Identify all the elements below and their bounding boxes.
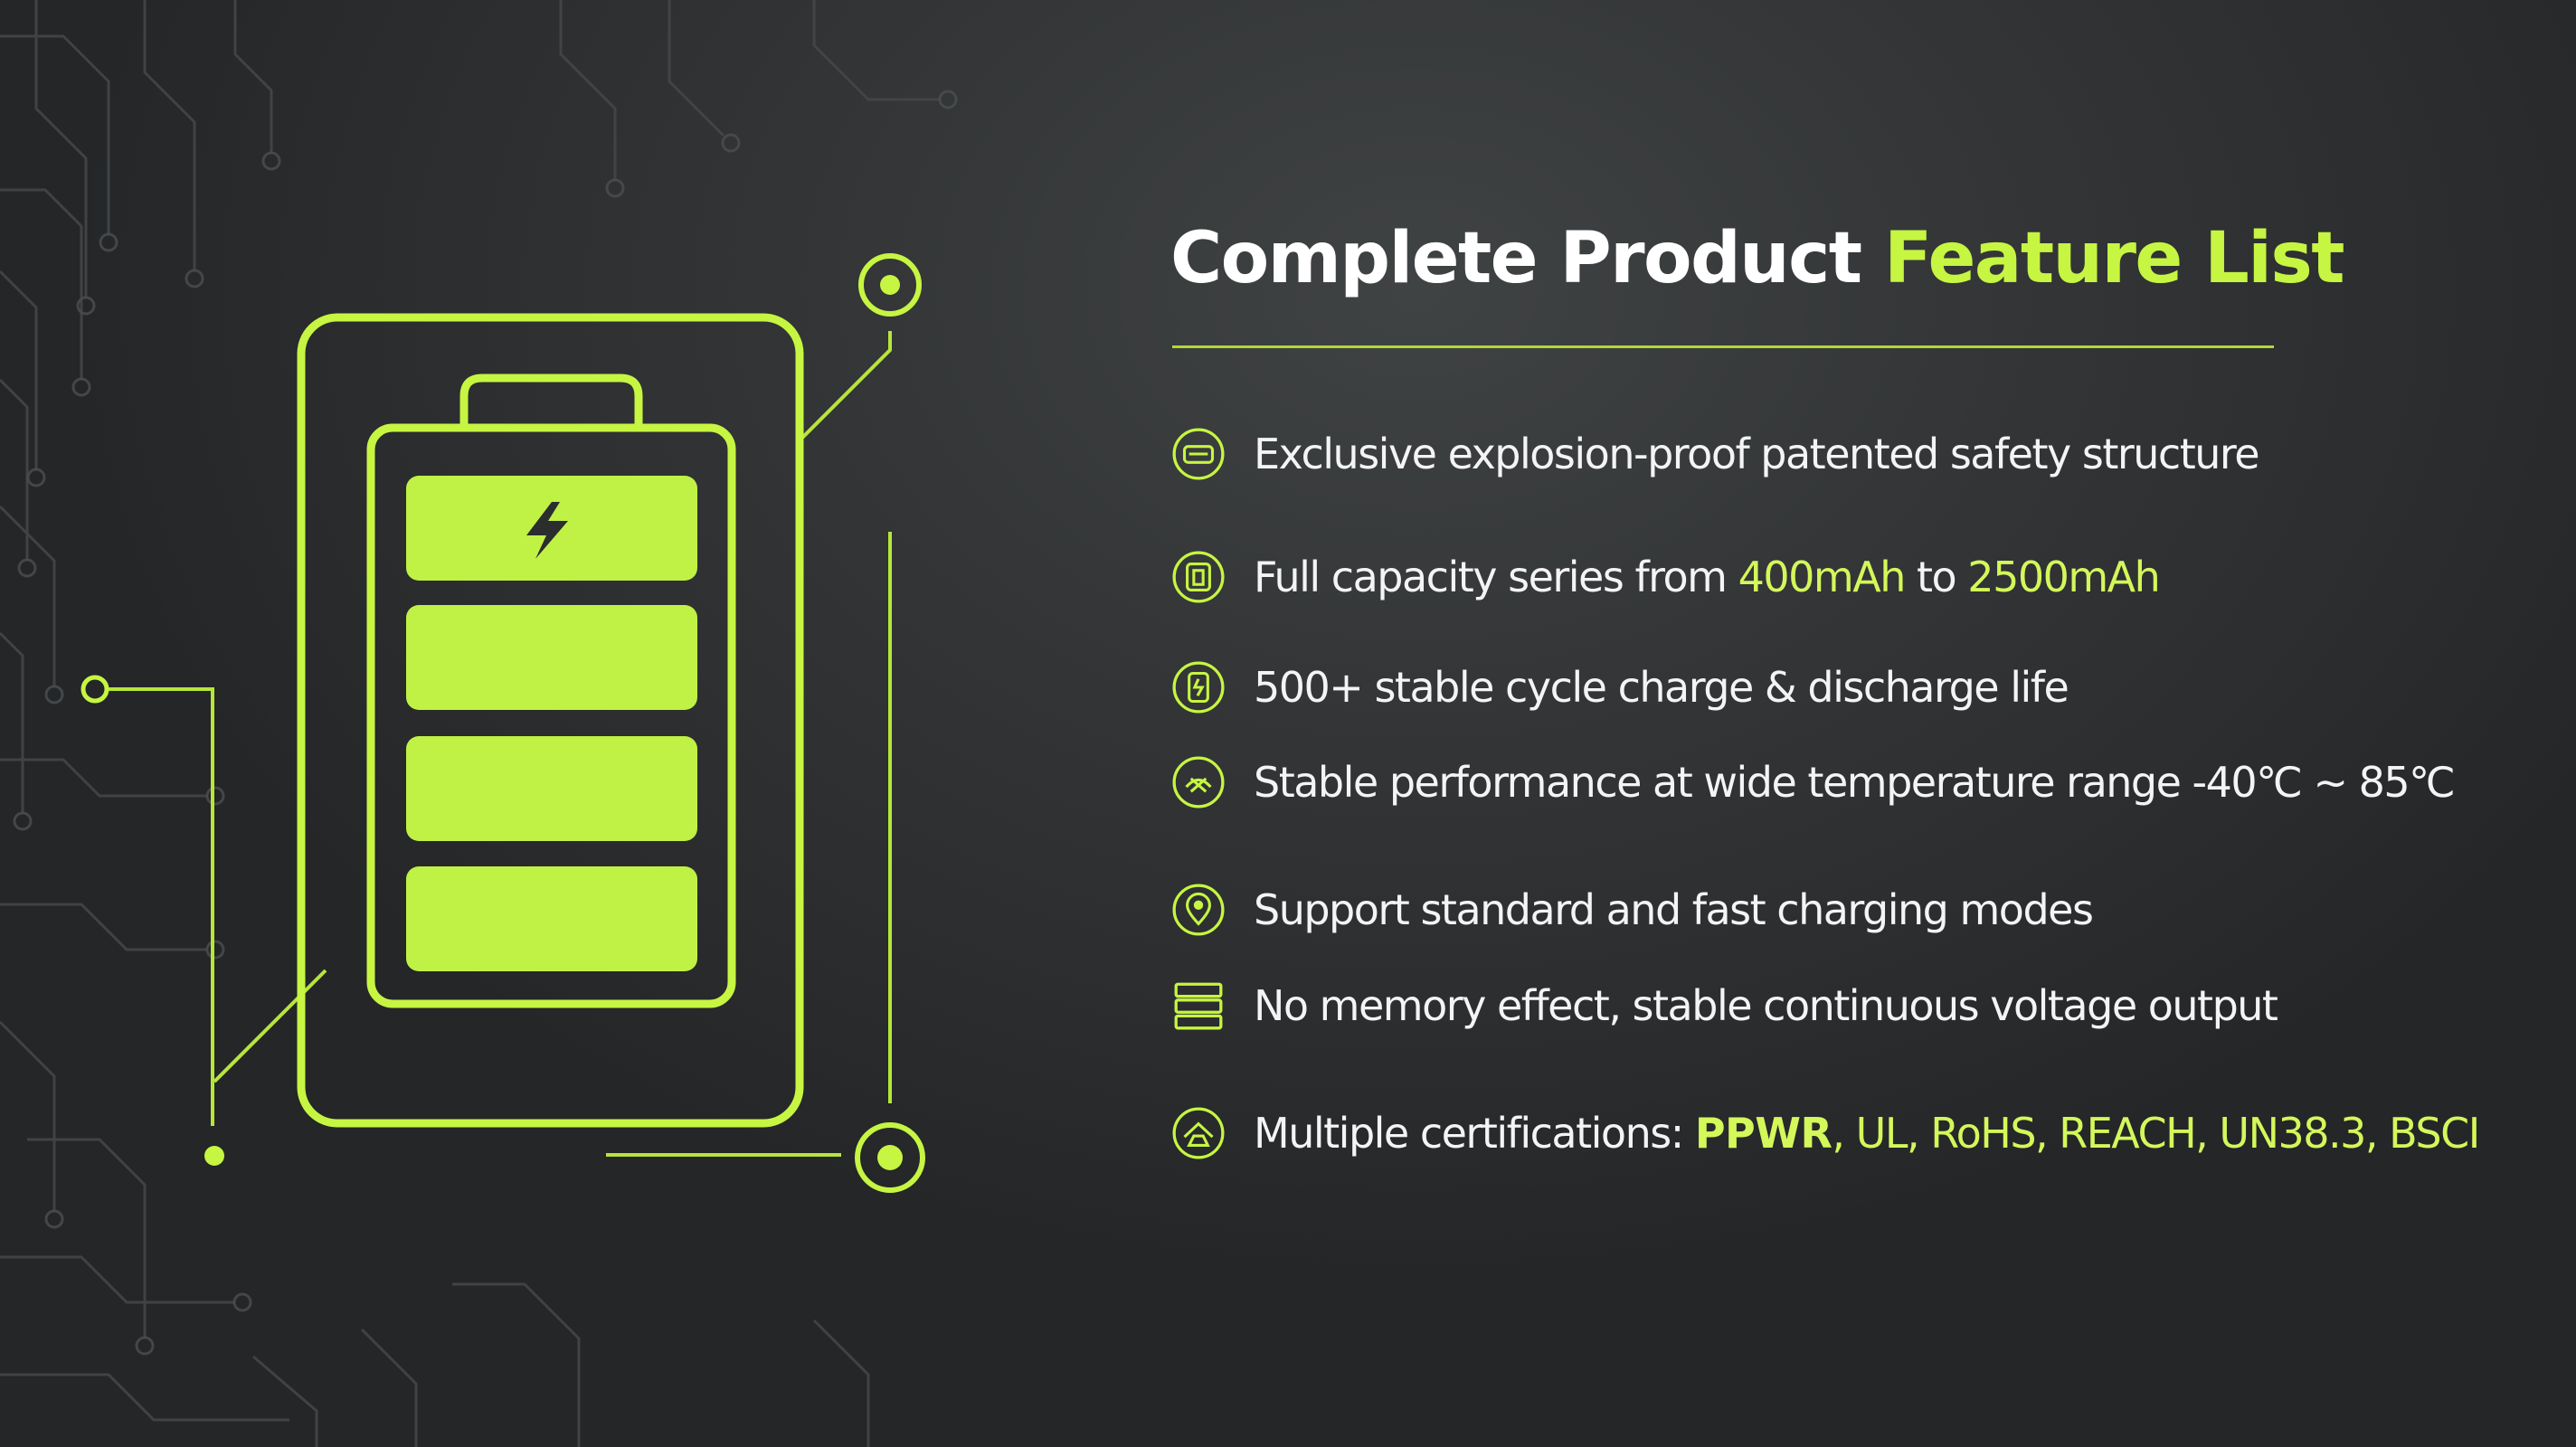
feature-text: No memory effect, stable continuous volt… xyxy=(1254,981,2278,1030)
feature-text: Exclusive explosion-proof patented safet… xyxy=(1254,430,2260,478)
shield-structure-icon xyxy=(1172,428,1225,480)
cert-lead: PPWR xyxy=(1694,1109,1833,1158)
cert-prefix: Multiple certifications: xyxy=(1254,1109,1695,1158)
cert-list: , UL, RoHS, REACH, UN38.3, BSCI xyxy=(1832,1109,2480,1158)
feature-item-safety-structure: Exclusive explosion-proof patented safet… xyxy=(1170,418,2260,490)
feature-text: 500+ stable cycle charge & discharge lif… xyxy=(1254,663,2069,712)
capacity-min: 400mAh xyxy=(1738,553,1907,601)
feature-text: Full capacity series from 400mAh to 2500… xyxy=(1254,553,2161,601)
feature-item-temperature: Stable performance at wide temperature r… xyxy=(1170,746,2456,818)
capacity-joiner: to xyxy=(1904,553,1968,601)
title-divider xyxy=(1172,345,2274,348)
capacity-prefix: Full capacity series from xyxy=(1254,553,1738,601)
feature-item-memory-effect: No memory effect, stable continuous volt… xyxy=(1170,969,2278,1042)
feature-text: Multiple certifications: PPWR, UL, RoHS,… xyxy=(1254,1109,2480,1158)
cycle-battery-icon xyxy=(1172,661,1225,714)
feature-text: Support standard and fast charging modes xyxy=(1254,885,2094,934)
capacity-max: 2500mAh xyxy=(1967,553,2161,601)
capacity-icon xyxy=(1172,551,1225,603)
page-title: Complete Product Feature List xyxy=(1170,206,2345,311)
temperature-icon xyxy=(1172,756,1225,809)
feature-text: Stable performance at wide temperature r… xyxy=(1254,758,2456,807)
feature-item-certifications: Multiple certifications: PPWR, UL, RoHS,… xyxy=(1170,1097,2480,1169)
certification-icon xyxy=(1172,1107,1225,1159)
feature-item-capacity: Full capacity series from 400mAh to 2500… xyxy=(1170,541,2161,613)
feature-item-charging-modes: Support standard and fast charging modes xyxy=(1170,874,2094,946)
feature-item-cycle-life: 500+ stable cycle charge & discharge lif… xyxy=(1170,651,2069,724)
stacked-layers-icon xyxy=(1174,982,1223,1030)
charging-pin-icon xyxy=(1172,884,1225,936)
title-main: Complete Product xyxy=(1170,218,1884,299)
title-accent: Feature List xyxy=(1883,218,2345,299)
